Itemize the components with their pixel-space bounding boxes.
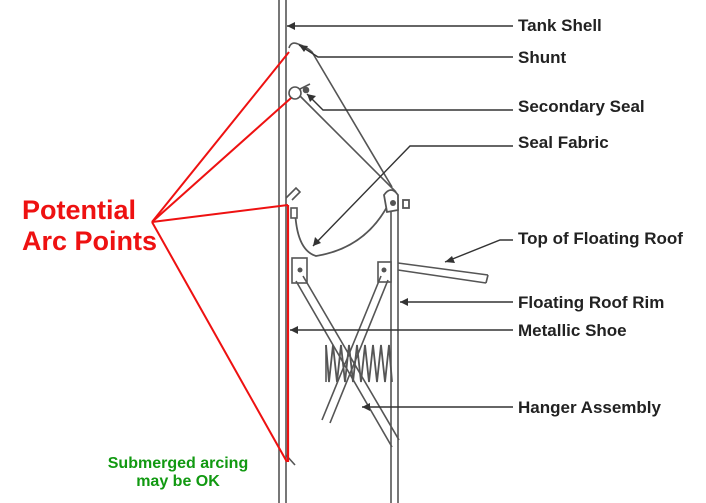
hanger-assembly <box>291 257 400 448</box>
label-floating-roof-rim: Floating Roof Rim <box>518 293 665 312</box>
label-metallic-shoe: Metallic Shoe <box>518 321 627 340</box>
label-hanger-assembly: Hanger Assembly <box>518 398 661 417</box>
callout-line-2: Arc Points <box>22 226 158 256</box>
note-line-1: Submerged arcing <box>107 455 249 472</box>
shunt <box>288 42 393 188</box>
seal-fabric <box>294 189 410 257</box>
secondary-seal <box>288 83 397 193</box>
floating-roof-rim <box>390 200 399 503</box>
label-top-of-floating-roof: Top of Floating Roof <box>518 229 683 248</box>
leader-lines <box>287 25 513 408</box>
callout-line-1: Potential <box>22 195 137 225</box>
label-seal-fabric: Seal Fabric <box>518 133 609 152</box>
arc-point-lines <box>151 51 292 463</box>
label-shunt: Shunt <box>518 48 567 67</box>
potential-arc-points-callout: Potential Arc Points <box>22 195 157 257</box>
leader-arrowheads <box>287 22 455 411</box>
metallic-shoe-bracket <box>285 186 302 219</box>
label-tank-shell: Tank Shell <box>518 16 602 35</box>
submerged-arcing-note: Submerged arcing may be OK <box>88 455 268 491</box>
tank-shell <box>278 0 287 503</box>
floating-roof-deck <box>397 262 489 284</box>
note-line-2: may be OK <box>136 473 220 490</box>
label-secondary-seal: Secondary Seal <box>518 97 645 116</box>
